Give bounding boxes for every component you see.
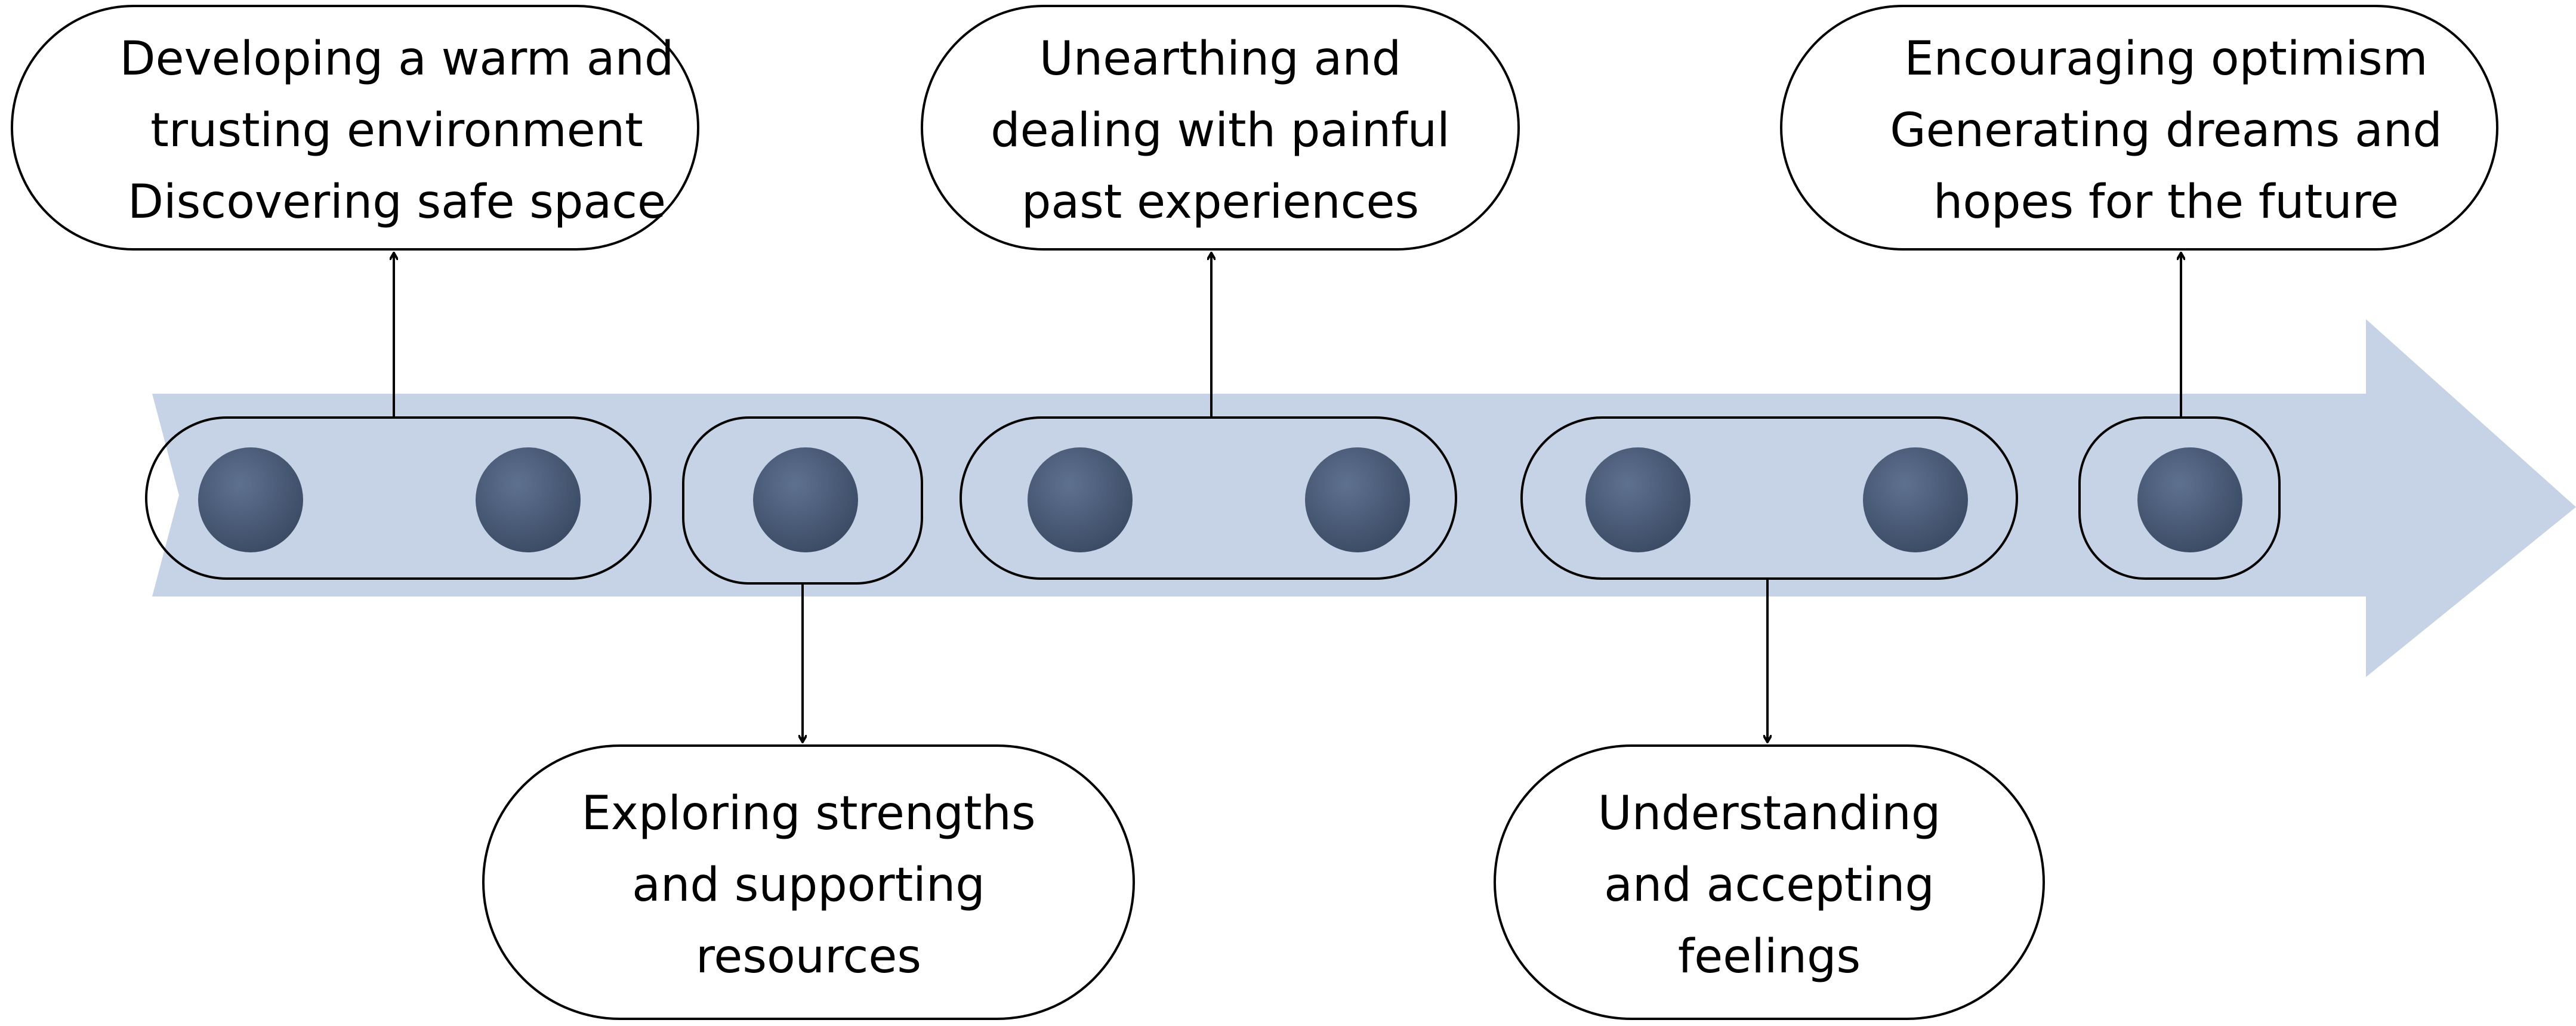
stage-encouraging: Encouraging optimism Generating dreams a…: [1780, 5, 2498, 580]
label-line: hopes for the future: [1933, 175, 2399, 229]
timeline-dot: [476, 447, 581, 552]
label-box: [1780, 5, 2498, 251]
label-line: trusting environment: [150, 104, 643, 157]
stage-understanding: Understanding and accepting feelings: [1494, 416, 2045, 1020]
label-line: past experiences: [1022, 175, 1419, 229]
stage-exploring: Exploring strengths and supporting resou…: [482, 416, 1135, 1020]
label-line: Unearthing and: [1039, 32, 1402, 86]
dots-capsule: [1520, 416, 2018, 580]
label-line: Discovering safe space: [128, 175, 666, 229]
label-box: [1494, 744, 2045, 1020]
label-line: dealing with painful: [991, 104, 1450, 157]
timeline-dot: [1305, 447, 1410, 552]
stage-developing: Developing a warm and trusting environme…: [11, 5, 699, 580]
label-box: [482, 744, 1135, 1020]
label-line: Developing a warm and: [120, 32, 674, 86]
label-box: [11, 5, 699, 251]
timeline-dot: [198, 447, 303, 552]
dots-capsule: [960, 416, 1457, 580]
label-box: [921, 5, 1520, 251]
label-line: Encouraging optimism: [1904, 32, 2427, 86]
timeline-dot: [1585, 447, 1690, 552]
label-line: resources: [696, 930, 921, 984]
label-line: and accepting: [1604, 858, 1935, 912]
label-line: Exploring strengths: [582, 787, 1036, 840]
timeline-dot: [2137, 447, 2242, 552]
label-line: feelings: [1678, 930, 1861, 984]
label-line: Understanding: [1598, 787, 1941, 840]
label-line: and supporting: [632, 858, 985, 912]
stage-unearthing: Unearthing and dealing with painful past…: [921, 5, 1520, 580]
dots-capsule: [2078, 416, 2281, 580]
timeline-dot: [1863, 447, 1968, 552]
timeline-dot: [1028, 447, 1133, 552]
dots-capsule: [145, 416, 652, 580]
label-line: Generating dreams and: [1890, 104, 2442, 157]
timeline-dot: [753, 447, 858, 552]
